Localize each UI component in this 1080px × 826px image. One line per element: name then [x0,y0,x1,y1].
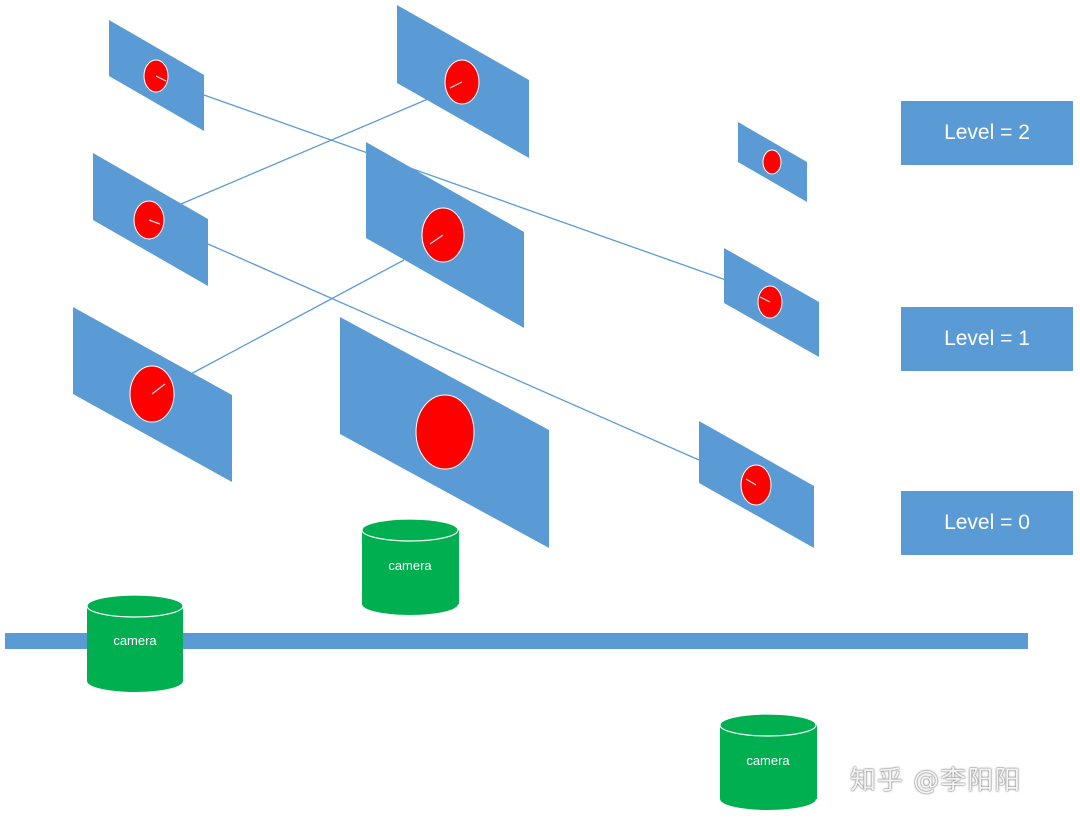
match-line-2 [180,98,429,205]
camera-1 [86,594,184,692]
match-line-4 [188,259,405,376]
camera-2-label: camera [388,558,432,573]
frame-center-level-1 [366,142,524,328]
frame-right-level-2 [738,122,807,202]
match-line-1 [203,94,741,286]
frame-center-level-0 [340,317,549,548]
frame-left-level-2 [109,20,204,131]
camera-3-label: camera [746,753,790,768]
baseline [5,633,1028,649]
frame-left-level-0 [73,307,232,482]
match-line-3 [207,243,700,461]
frame-center-level-2 [397,5,529,158]
frame-left-level-1 [93,153,208,286]
camera-3 [719,713,817,810]
camera-2 [361,518,459,615]
level-2-label: Level = 2 [901,101,1073,165]
camera-1-label: camera [113,633,157,648]
frame-right-level-0 [699,421,814,548]
level-1-label: Level = 1 [901,307,1073,371]
level-0-label: Level = 0 [901,491,1073,555]
frame-right-level-1 [724,248,819,357]
watermark: 知乎 @李阳阳 [850,766,1022,796]
